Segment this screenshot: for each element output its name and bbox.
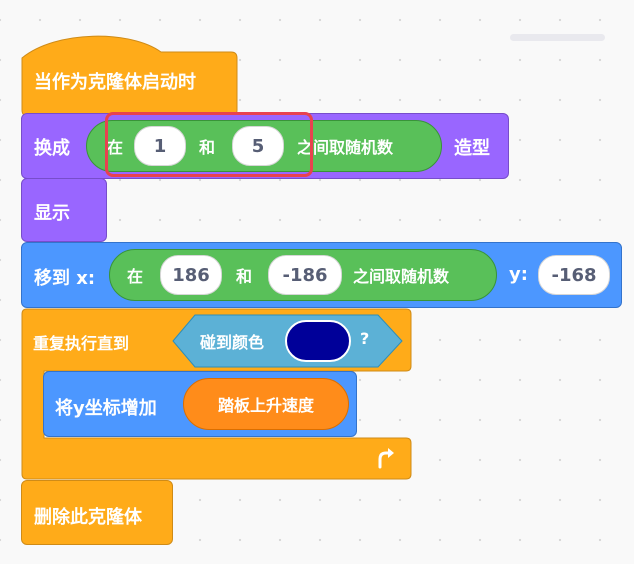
goto-y-label: y:	[509, 264, 528, 285]
delete-clone-label: 删除此克隆体	[34, 507, 142, 528]
goto-x-label: 移到 x:	[34, 268, 96, 289]
y-value-input[interactable]: -168	[538, 255, 610, 295]
variable-reporter-label: 踏板上升速度	[217, 396, 314, 415]
pick-random-and-label: 和	[236, 267, 253, 286]
show-label: 显示	[34, 203, 70, 224]
highlight-box	[105, 112, 313, 177]
random-to-input[interactable]: -186	[268, 255, 342, 295]
color-swatch[interactable]	[285, 320, 351, 362]
pick-random-in-label: 在	[127, 267, 144, 286]
pick-random-pick-label: 之间取随机数	[353, 267, 450, 286]
hat-block-clone-start[interactable]: 当作为克隆体启动时	[34, 68, 196, 94]
change-y-label: 将y坐标增加	[55, 398, 157, 419]
hat-block-label: 当作为克隆体启动时	[34, 72, 196, 93]
random-from-input[interactable]: 1	[134, 126, 186, 166]
repeat-until-label: 重复执行直到	[33, 334, 130, 353]
pick-random-pick-label: 之间取随机数	[297, 138, 394, 157]
touching-color-label: 碰到颜色	[200, 333, 265, 352]
switch-costume-prefix: 换成	[34, 138, 70, 159]
loop-arrow-icon	[372, 445, 400, 473]
switch-costume-suffix: 造型	[454, 138, 490, 159]
pick-random-and-label: 和	[199, 138, 216, 157]
variable-reporter-paddle-speed[interactable]: 踏板上升速度	[183, 378, 349, 430]
delete-clone-block[interactable]: 删除此克隆体	[21, 480, 173, 545]
pick-random-in-label: 在	[107, 138, 124, 157]
random-from-input[interactable]: 186	[160, 255, 222, 295]
repeat-until-block[interactable]: 重复执行直到	[21, 308, 411, 371]
random-to-input[interactable]: 5	[232, 126, 284, 166]
show-block[interactable]: 显示	[21, 178, 107, 242]
scroll-indicator[interactable]	[510, 34, 605, 41]
question-mark: ?	[360, 329, 370, 348]
touching-color-condition[interactable]: 碰到颜色 ?	[172, 313, 404, 369]
